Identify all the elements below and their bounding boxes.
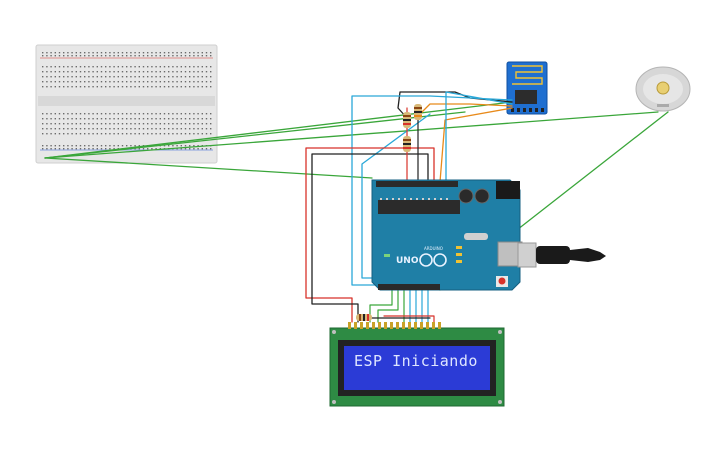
capacitor-2 bbox=[474, 188, 490, 204]
analog-power-header bbox=[378, 284, 440, 290]
capacitor-1 bbox=[458, 188, 474, 204]
breadboard[interactable] bbox=[35, 44, 218, 164]
motor-shaft-icon bbox=[656, 81, 670, 95]
lcd-pin-header bbox=[348, 322, 441, 329]
mount-hole bbox=[498, 330, 502, 334]
board-model-label: UNO bbox=[396, 256, 419, 266]
resistor-3[interactable] bbox=[403, 136, 411, 152]
resistor-lcd[interactable] bbox=[356, 314, 372, 321]
mount-hole bbox=[498, 400, 502, 404]
resistors[interactable] bbox=[356, 104, 422, 321]
led-tx bbox=[456, 253, 462, 256]
digital-header bbox=[376, 181, 458, 187]
led-l bbox=[456, 246, 462, 249]
led-on bbox=[384, 254, 390, 257]
antenna-trace bbox=[512, 65, 543, 85]
wires bbox=[44, 91, 669, 323]
mount-hole bbox=[332, 330, 336, 334]
crystal bbox=[464, 233, 488, 240]
arduino-logo-icon bbox=[419, 253, 447, 267]
power-jack bbox=[496, 181, 520, 199]
esp-chip bbox=[515, 90, 537, 104]
arduino-uno[interactable]: UNO ARDUINO bbox=[371, 179, 523, 291]
mount-hole bbox=[332, 400, 336, 404]
esp8266-module[interactable] bbox=[506, 61, 548, 115]
led-rx bbox=[456, 260, 462, 263]
resistor-2[interactable] bbox=[414, 104, 422, 120]
resistor-1[interactable] bbox=[403, 112, 411, 128]
dc-motor[interactable] bbox=[635, 66, 691, 112]
usb-cable[interactable] bbox=[517, 242, 606, 268]
lcd-16x2[interactable]: ESP Iniciando bbox=[329, 322, 505, 407]
lcd-line-1: ESP Iniciando bbox=[354, 352, 478, 370]
atmega-chip bbox=[378, 200, 460, 214]
board-brand-label: ARDUINO bbox=[424, 246, 443, 251]
lcd-screen bbox=[344, 346, 490, 390]
reset-button[interactable] bbox=[498, 277, 506, 285]
